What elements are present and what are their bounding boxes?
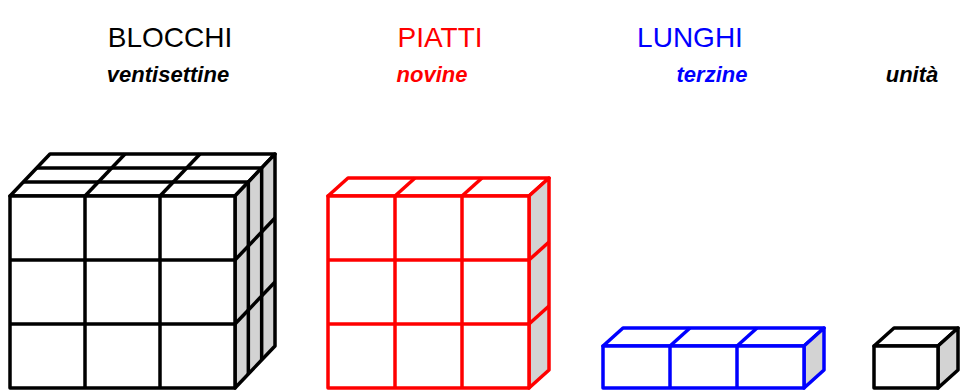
grid-line: [23, 180, 248, 184]
front-face: [328, 196, 529, 388]
top-face: [603, 328, 824, 346]
grid-line: [328, 322, 529, 326]
block-cube: [10, 154, 275, 388]
grid-line: [85, 154, 125, 196]
grid-line: [10, 322, 235, 326]
long-rod: [603, 328, 824, 388]
category-heading: LUNGHI: [637, 22, 743, 54]
front-face: [603, 346, 804, 388]
category-heading: BLOCCHI: [108, 22, 232, 54]
grid-line: [668, 346, 672, 388]
category-subtitle: terzine: [677, 62, 748, 87]
grid-line: [37, 166, 262, 170]
grid-line: [83, 196, 87, 388]
grid-line: [328, 258, 529, 262]
grid-line: [529, 306, 549, 324]
grid-line: [260, 168, 264, 360]
front-face: [874, 346, 938, 388]
side-face: [804, 328, 824, 388]
category-heading: PIATTI: [397, 22, 482, 54]
grid-line: [158, 196, 162, 388]
category-subtitle: ventisettine: [107, 62, 229, 87]
side-face: [529, 178, 549, 388]
grid-line: [735, 346, 739, 388]
plate-flat: [328, 178, 549, 388]
grid-line: [670, 328, 690, 346]
unit-cube: [874, 328, 958, 388]
grid-line: [529, 242, 549, 260]
grid-line: [460, 196, 464, 388]
category-subtitle: unità: [886, 62, 939, 87]
grid-line: [235, 218, 275, 260]
side-face: [938, 328, 958, 388]
top-face: [328, 178, 549, 196]
grid-line: [10, 258, 235, 262]
grid-line: [737, 328, 757, 346]
grid-line: [393, 196, 397, 388]
front-face: [10, 196, 235, 388]
grid-line: [462, 178, 482, 196]
side-face: [235, 154, 275, 388]
top-face: [10, 154, 275, 196]
grid-line: [160, 154, 200, 196]
category-subtitle: novine: [397, 62, 468, 87]
grid-line: [247, 182, 251, 374]
grid-line: [235, 282, 275, 324]
grid-line: [395, 178, 415, 196]
